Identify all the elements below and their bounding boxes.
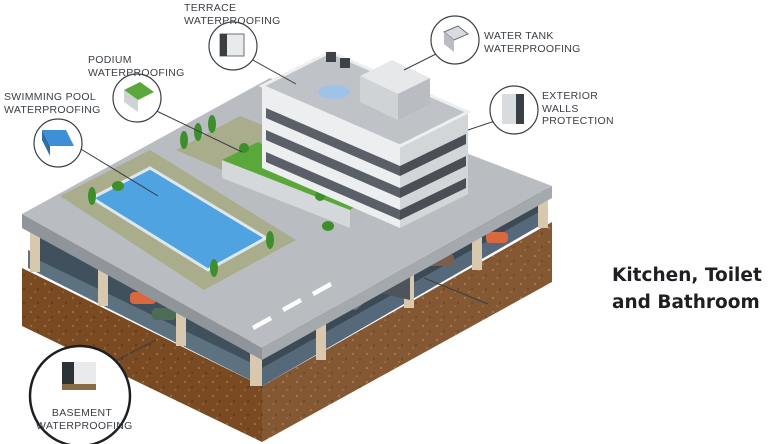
swimming-pool-callout-circle (33, 118, 83, 168)
water-tank-top (360, 60, 430, 94)
basement-callout-circle (28, 344, 132, 444)
slab-left-edge (22, 214, 262, 360)
exterior-walls-callout-circle (489, 85, 539, 135)
terrace-waterproofing-label: TERRACE WATERPROOFING (184, 2, 281, 27)
building-stripes (266, 108, 466, 220)
soil-left-face (22, 268, 262, 442)
water-tank-waterproofing-label: WATER TANK WATERPROOFING (484, 30, 581, 55)
swimming-pool (88, 166, 269, 272)
roof-units (326, 52, 350, 68)
building-right-face (400, 112, 468, 228)
road-arrows (252, 282, 332, 330)
basement-waterproofing-label: BASEMENT WATERPROOFING (36, 407, 133, 432)
water-tank-left (360, 76, 398, 120)
slab-right-edge (262, 186, 552, 360)
basement-left-floor (28, 250, 262, 386)
exterior-walls-protection-label: EXTERIOR WALLS PROTECTION (542, 90, 614, 127)
soil-right-face (262, 222, 552, 442)
podium-side (222, 160, 350, 228)
podium-waterproofing-label: PODIUM WATERPROOFING (88, 54, 185, 79)
skylight (318, 85, 350, 99)
swimming-pool-waterproofing-label: SWIMMING POOL WATERPROOFING (4, 91, 101, 116)
water-tank-right (398, 78, 430, 120)
water-tank-callout-circle (430, 15, 480, 65)
podium-callout-circle (112, 73, 162, 123)
kitchen-toilet-bathroom-heading: Kitchen, Toilet and Bathroom (612, 265, 762, 313)
terrace-callout-circle (208, 21, 258, 71)
